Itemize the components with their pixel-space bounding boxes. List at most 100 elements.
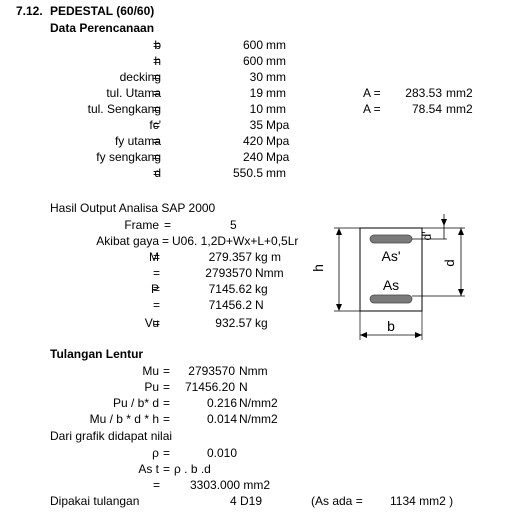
param-unit: mm [266,70,286,84]
as-result-eq: = [153,478,161,492]
sap-unit: kg m [255,250,282,264]
tul-label: Pu / b* d [112,396,159,410]
sap-unit: Nmm [255,266,284,280]
param-label: tul. Sengkang [87,102,161,116]
grafik-note: Dari grafik didapat nilai [50,429,173,443]
param-unit: mm [266,86,286,100]
dipakai-label: Dipakai tulangan [50,494,140,508]
as-ada-prefix: (As ada = [311,494,363,508]
param-value: 240 [242,150,263,164]
d-arrow-bottom [458,289,464,296]
tulangan-heading: Tulangan Lentur [50,347,144,361]
tul-label: Mu / b * d * h [89,412,159,426]
param-value: 10 [249,102,263,116]
as-ada-value: 1134 mm2 ) [390,494,454,508]
param-label: fy sengkang [96,150,161,164]
section-outline [359,227,423,312]
d-label: d [442,259,457,266]
h-label: h [310,264,326,272]
sap-eq: = [153,282,161,296]
rho-value: 0.010 [206,446,237,460]
sap-eq: = [153,250,161,264]
param-value: 19 [249,86,263,100]
data-perencanaan-heading: Data Perencanaan [50,21,155,35]
h-arrow-bottom [336,304,342,311]
dipakai-value: 4 D19 [229,494,262,508]
param-label: fy utama [114,134,161,148]
rho-label: ρ [152,446,159,460]
area-value: 283.53 [405,86,442,100]
param-unit: mm [266,166,286,180]
b-arrow-right [415,332,422,338]
h-arrow-top [336,228,342,235]
sap-value: 2793570 [205,266,252,280]
bottom-rebar-bar [369,294,413,304]
tul-eq: = [163,380,171,394]
param-unit: mm [266,54,286,68]
param-label: b [154,38,161,52]
d-arrow-top [458,228,464,235]
param-label: d [154,166,161,180]
frame-label: Frame [124,218,159,232]
sap-eq: = [153,316,161,330]
as-eq: = [163,462,171,476]
as-top-label: As' [381,248,400,264]
param-unit: mm [266,102,286,116]
param-eq: = [153,102,161,116]
sap-eq: = [153,266,161,280]
dprime-arrow [441,219,447,226]
param-label: h [154,54,161,68]
frame-eq: = [164,218,172,232]
param-value: 600 [242,54,263,68]
area-label: A = [363,86,381,100]
tul-label: Mu [142,364,159,378]
param-label: tul. Utama [106,86,161,100]
param-unit: mm [266,38,286,52]
sap-value: 279.357 [208,250,252,264]
param-value: 35 [249,118,263,132]
area-unit: mm2 [446,86,473,100]
tul-unit: N/mm2 [239,412,278,426]
param-label: fc' [149,118,161,132]
as-result: 3303.000 mm2 [190,478,271,492]
tul-unit: N/mm2 [239,396,278,410]
param-value: 600 [242,38,263,52]
as-label: As t [138,462,159,476]
param-value: 30 [249,70,263,84]
tul-unit: Nmm [239,364,268,378]
area-unit: mm2 [446,102,473,116]
section-title: PEDESTAL (60/60) [50,4,155,18]
param-unit: Mpa [266,118,290,132]
sap-heading: Hasil Output Analisa SAP 2000 [50,201,216,215]
sap-unit: kg [255,282,268,296]
area-value: 78.54 [411,102,442,116]
tul-eq: = [163,364,171,378]
param-eq: = [153,134,161,148]
section-number: 7.12. [16,4,43,18]
tul-value: 0.014 [206,412,237,426]
param-eq: = [153,166,161,180]
tul-label: Pu [144,380,159,394]
param-eq: = [153,150,161,164]
sap-eq: = [153,298,161,312]
tul-eq: = [163,396,171,410]
tul-eq: = [163,412,171,426]
as-bottom-label: As [383,277,399,293]
as-formula: ρ . b .d [174,462,211,476]
dprime-label: d' [420,232,434,241]
param-eq: = [153,86,161,100]
param-eq: = [153,38,161,52]
sap-value: 71456.2 [208,298,252,312]
tul-value: 71456.20 [184,380,235,394]
sap-value: 7145.62 [208,282,252,296]
sap-label: P [150,282,159,296]
sap-unit: kg [255,316,268,330]
b-label: b [387,318,395,334]
akibat-value: U06. 1,2D+Wx+L+0,5Lr [172,234,299,248]
rho-eq: = [163,446,171,460]
param-value: 550.5 [232,166,263,180]
top-rebar-bar [369,234,413,244]
param-value: 420 [242,134,263,148]
tul-value: 0.216 [206,396,237,410]
